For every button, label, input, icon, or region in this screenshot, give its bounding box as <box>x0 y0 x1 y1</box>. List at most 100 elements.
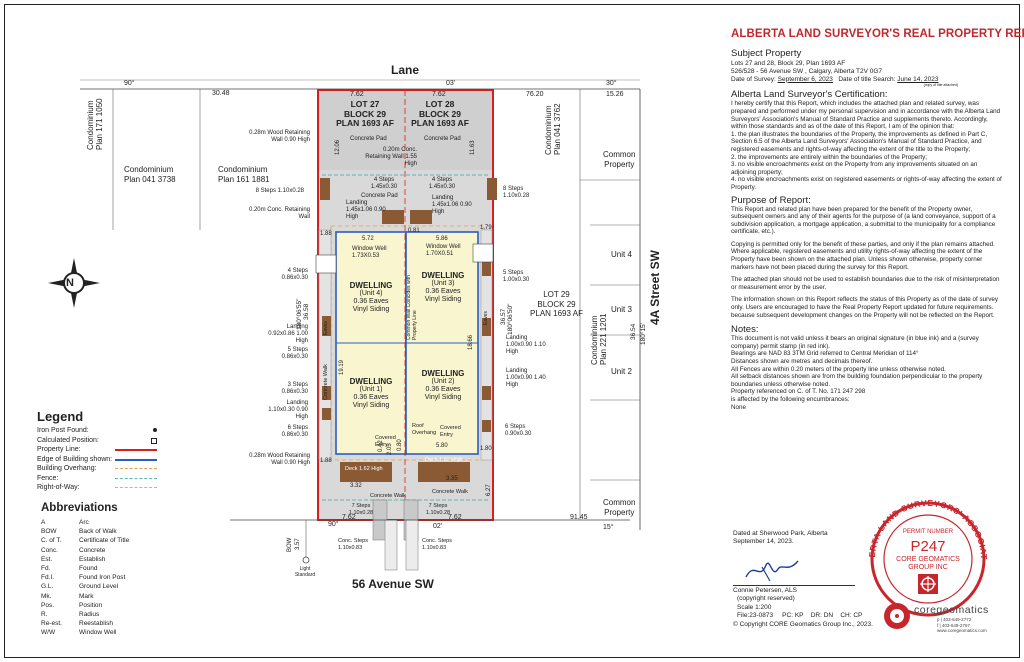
stamp-company-2: GROUP INC <box>908 564 948 571</box>
note-left-3: 0.20m Conc. Retaining Wall <box>248 207 310 220</box>
dim-misc-3: 5.86 <box>436 236 448 242</box>
abbreviation-value: Position <box>79 601 103 609</box>
subject-lines: Lots 27 and 28, Block 29, Plan 1693 AF 5… <box>731 60 1003 87</box>
abbreviation-value: Found Iron Post <box>79 574 126 582</box>
concrete-walk-west <box>318 229 332 461</box>
abbreviation-key: Mk. <box>41 592 52 600</box>
dim-misc-10: 1.80 <box>480 446 492 452</box>
dim-side-3: 180°06'50" <box>507 303 514 335</box>
stamp-permit-number: P247 <box>910 538 945 555</box>
abbreviation-key: Fd.I. <box>41 574 55 582</box>
abbreviation-row: Pos.Position <box>41 601 176 610</box>
report-title: ALBERTA LAND SURVEYOR'S REAL PROPERTY RE… <box>731 28 1024 40</box>
note-right-4: 6 Steps 0.90x0.30 <box>505 424 532 437</box>
note-left-6: 5 Steps 0.86x0.30 <box>281 347 308 360</box>
legend-row-property-line: Property Line: <box>37 445 157 455</box>
abbreviation-value: Concrete <box>79 546 106 554</box>
dim-misc-12: 3.32 <box>350 483 362 489</box>
concrete-pad-area <box>318 90 493 170</box>
report-panel: ALBERTA LAND SURVEYOR'S REAL PROPERTY RE… <box>731 28 1024 411</box>
concrete-walk-east <box>480 229 493 461</box>
building-edge-swatch <box>115 458 157 461</box>
abbreviation-key: W/W <box>41 629 56 637</box>
note-center-5: Window Well 1.73X0.53 <box>352 246 387 259</box>
abbreviation-key: C. of T. <box>41 537 62 545</box>
dim-misc-19: BOW <box>287 537 293 552</box>
note-right-3: Landing 1.00x0.90 1.40 High <box>506 368 546 388</box>
deck-west <box>340 462 392 482</box>
dim-side-0: 36.58 <box>303 303 310 320</box>
unit2-label: Unit 2 <box>611 367 632 376</box>
purpose-para-3: The attached plan should not be used to … <box>731 276 1000 291</box>
dim-bottom-4: 91.45 <box>570 514 588 521</box>
note-center-7: Common Wall Coincides with Property Line <box>406 275 418 340</box>
abbreviation-key: Conc. <box>41 546 58 554</box>
street-bottom-label: 56 Avenue SW <box>352 577 434 591</box>
note-1: This document is not valid unless it bea… <box>731 335 979 350</box>
signer-block: Connie Petersen, ALS (copyright reserved… <box>733 587 873 628</box>
lane-label: Lane <box>391 63 420 77</box>
dim-misc-5: 1.79 <box>480 225 492 231</box>
abbreviation-key: R. <box>41 611 48 619</box>
note-4: All Fences are within 0.20 meters of the… <box>731 365 946 373</box>
abbreviation-value: Arc <box>79 519 89 526</box>
note-2: Bearings are NAD 83 3TM Grid referred to… <box>731 350 919 358</box>
concrete-walk-west-label: Concrete Walk <box>323 364 329 400</box>
dim-bottom-2: 02' <box>433 523 443 530</box>
window-well-west <box>315 254 337 274</box>
dim-misc-8: 18.66 <box>468 334 474 350</box>
note-left-0: 0.28m Wood Retaining Wall 0.90 High <box>249 130 310 143</box>
note-right-1: 5 Steps 1.00x0.30 <box>503 270 530 283</box>
conc-steps-east <box>405 519 419 571</box>
unit3-label: Unit 3 <box>611 305 632 314</box>
dim-misc-2: 5.72 <box>362 236 374 242</box>
legend-row-building-edge: Edge of Building shown: <box>37 455 157 465</box>
abbreviation-value: Radius <box>79 611 100 619</box>
dim-misc-0: 12.06 <box>335 139 341 155</box>
note-center-9: Covered Entry <box>375 435 396 448</box>
window-well-east <box>472 243 494 263</box>
note-left-5: Landing 0.92x0.86 1.00 High <box>268 324 308 344</box>
cert-item-4: 4. no visible encroachments exist on reg… <box>731 176 1002 191</box>
iron-post-icon <box>153 428 157 432</box>
note-left-8: Landing 1.10x0.30 0.90 High <box>268 400 308 420</box>
file-number: File:23-0873 <box>737 612 774 620</box>
legend-row-overhang: Building Overhang: <box>37 464 157 474</box>
calculated-position-icon <box>151 437 157 444</box>
survey-date: September 6, 2023 <box>777 75 833 83</box>
dim-top-0: 90° <box>124 80 135 87</box>
dim-top-5: 76.20 <box>526 91 544 98</box>
abbreviation-value: Establish <box>79 555 106 563</box>
dim-misc-18: 3.57 <box>295 538 301 550</box>
dim-misc-9: 1.88 <box>320 458 332 464</box>
abbreviation-value: Back of Walk <box>79 528 117 536</box>
abbreviation-key: G.L. <box>41 583 54 591</box>
dim-side-2: 36.57 <box>500 308 507 325</box>
permit-stamp: ALBERTA LAND SURVEYORS' ASSOCIATION PERM… <box>860 497 989 617</box>
dim-bottom-5: 15° <box>603 524 614 531</box>
abbreviations-title: Abbreviations <box>41 502 118 514</box>
concrete-walk-south-28: Concrete Walk <box>432 489 468 495</box>
legend-title: Legend <box>37 409 84 424</box>
purpose-heading: Purpose of Report: <box>731 194 811 206</box>
abbreviation-key: Fd. <box>41 565 51 573</box>
abbreviation-value: Ground Level <box>79 583 119 591</box>
notes-heading: Notes: <box>731 324 759 336</box>
note-center-14: 7 Steps 1.10x0.28 <box>425 503 451 516</box>
legend-row-row: Right-of-Way: <box>37 483 157 493</box>
dim-bottom-1: 7.62 <box>342 514 356 521</box>
abbreviation-row: R. Radius <box>41 610 176 619</box>
note-center-19: Eaves <box>483 311 489 325</box>
note-center-13: 7 Steps 1.10x0.28 <box>348 503 374 516</box>
note-center-6: Window Well 1.70X0.51 <box>426 244 461 257</box>
note-center-17: Light Standard <box>294 566 316 578</box>
deck-east <box>418 462 470 482</box>
note-center-4: Landing 1.45x1.06 0.90 High <box>432 195 472 215</box>
